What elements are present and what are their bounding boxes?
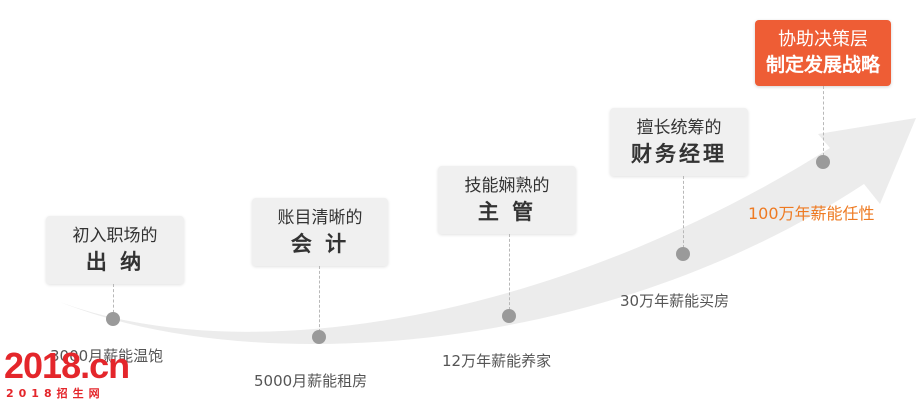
growth-arrow-body xyxy=(60,118,916,345)
salary-label: 5000月薪能租房 xyxy=(254,372,368,390)
milestone-dot xyxy=(106,312,120,326)
watermark-sub: 2018招生网 xyxy=(6,387,105,400)
stage-card-accountant: 账目清晰的 会 计 xyxy=(252,198,388,266)
milestone-dot xyxy=(676,247,690,261)
connector-line xyxy=(509,234,510,310)
salary-label: 12万年薪能养家 xyxy=(442,352,552,370)
stage-desc: 协助决策层 xyxy=(778,29,868,50)
connector-line xyxy=(319,266,320,332)
stage-title: 主 管 xyxy=(477,200,537,224)
stage-title: 财务经理 xyxy=(631,142,727,166)
milestone-dot xyxy=(312,330,326,344)
stage-card-strategy: 协助决策层 制定发展战略 xyxy=(755,20,891,86)
stage-title: 出 纳 xyxy=(85,250,145,274)
connector-line xyxy=(113,284,114,318)
watermark-main: 2018.cn xyxy=(4,345,130,386)
stage-card-finance-manager: 擅长统筹的 财务经理 xyxy=(610,108,748,176)
stage-title: 会 计 xyxy=(290,232,350,256)
stage-card-supervisor: 技能娴熟的 主 管 xyxy=(438,166,576,234)
salary-label-highlight: 100万年薪能任性 xyxy=(748,204,875,223)
milestone-dot xyxy=(502,309,516,323)
salary-label: 30万年薪能买房 xyxy=(620,292,730,310)
salary-label: 3000月薪能温饱 xyxy=(50,347,164,365)
stage-desc: 初入职场的 xyxy=(72,226,158,246)
watermark-logo: 2018.cn 2018招生网 xyxy=(4,346,154,406)
milestone-dot xyxy=(816,155,830,169)
stage-desc: 账目清晰的 xyxy=(277,208,363,228)
stage-card-cashier: 初入职场的 出 纳 xyxy=(46,216,184,284)
connector-line xyxy=(823,86,824,156)
connector-line xyxy=(683,176,684,248)
stage-desc: 技能娴熟的 xyxy=(464,176,550,196)
stage-title: 制定发展战略 xyxy=(765,54,880,76)
stage-desc: 擅长统筹的 xyxy=(636,118,722,138)
